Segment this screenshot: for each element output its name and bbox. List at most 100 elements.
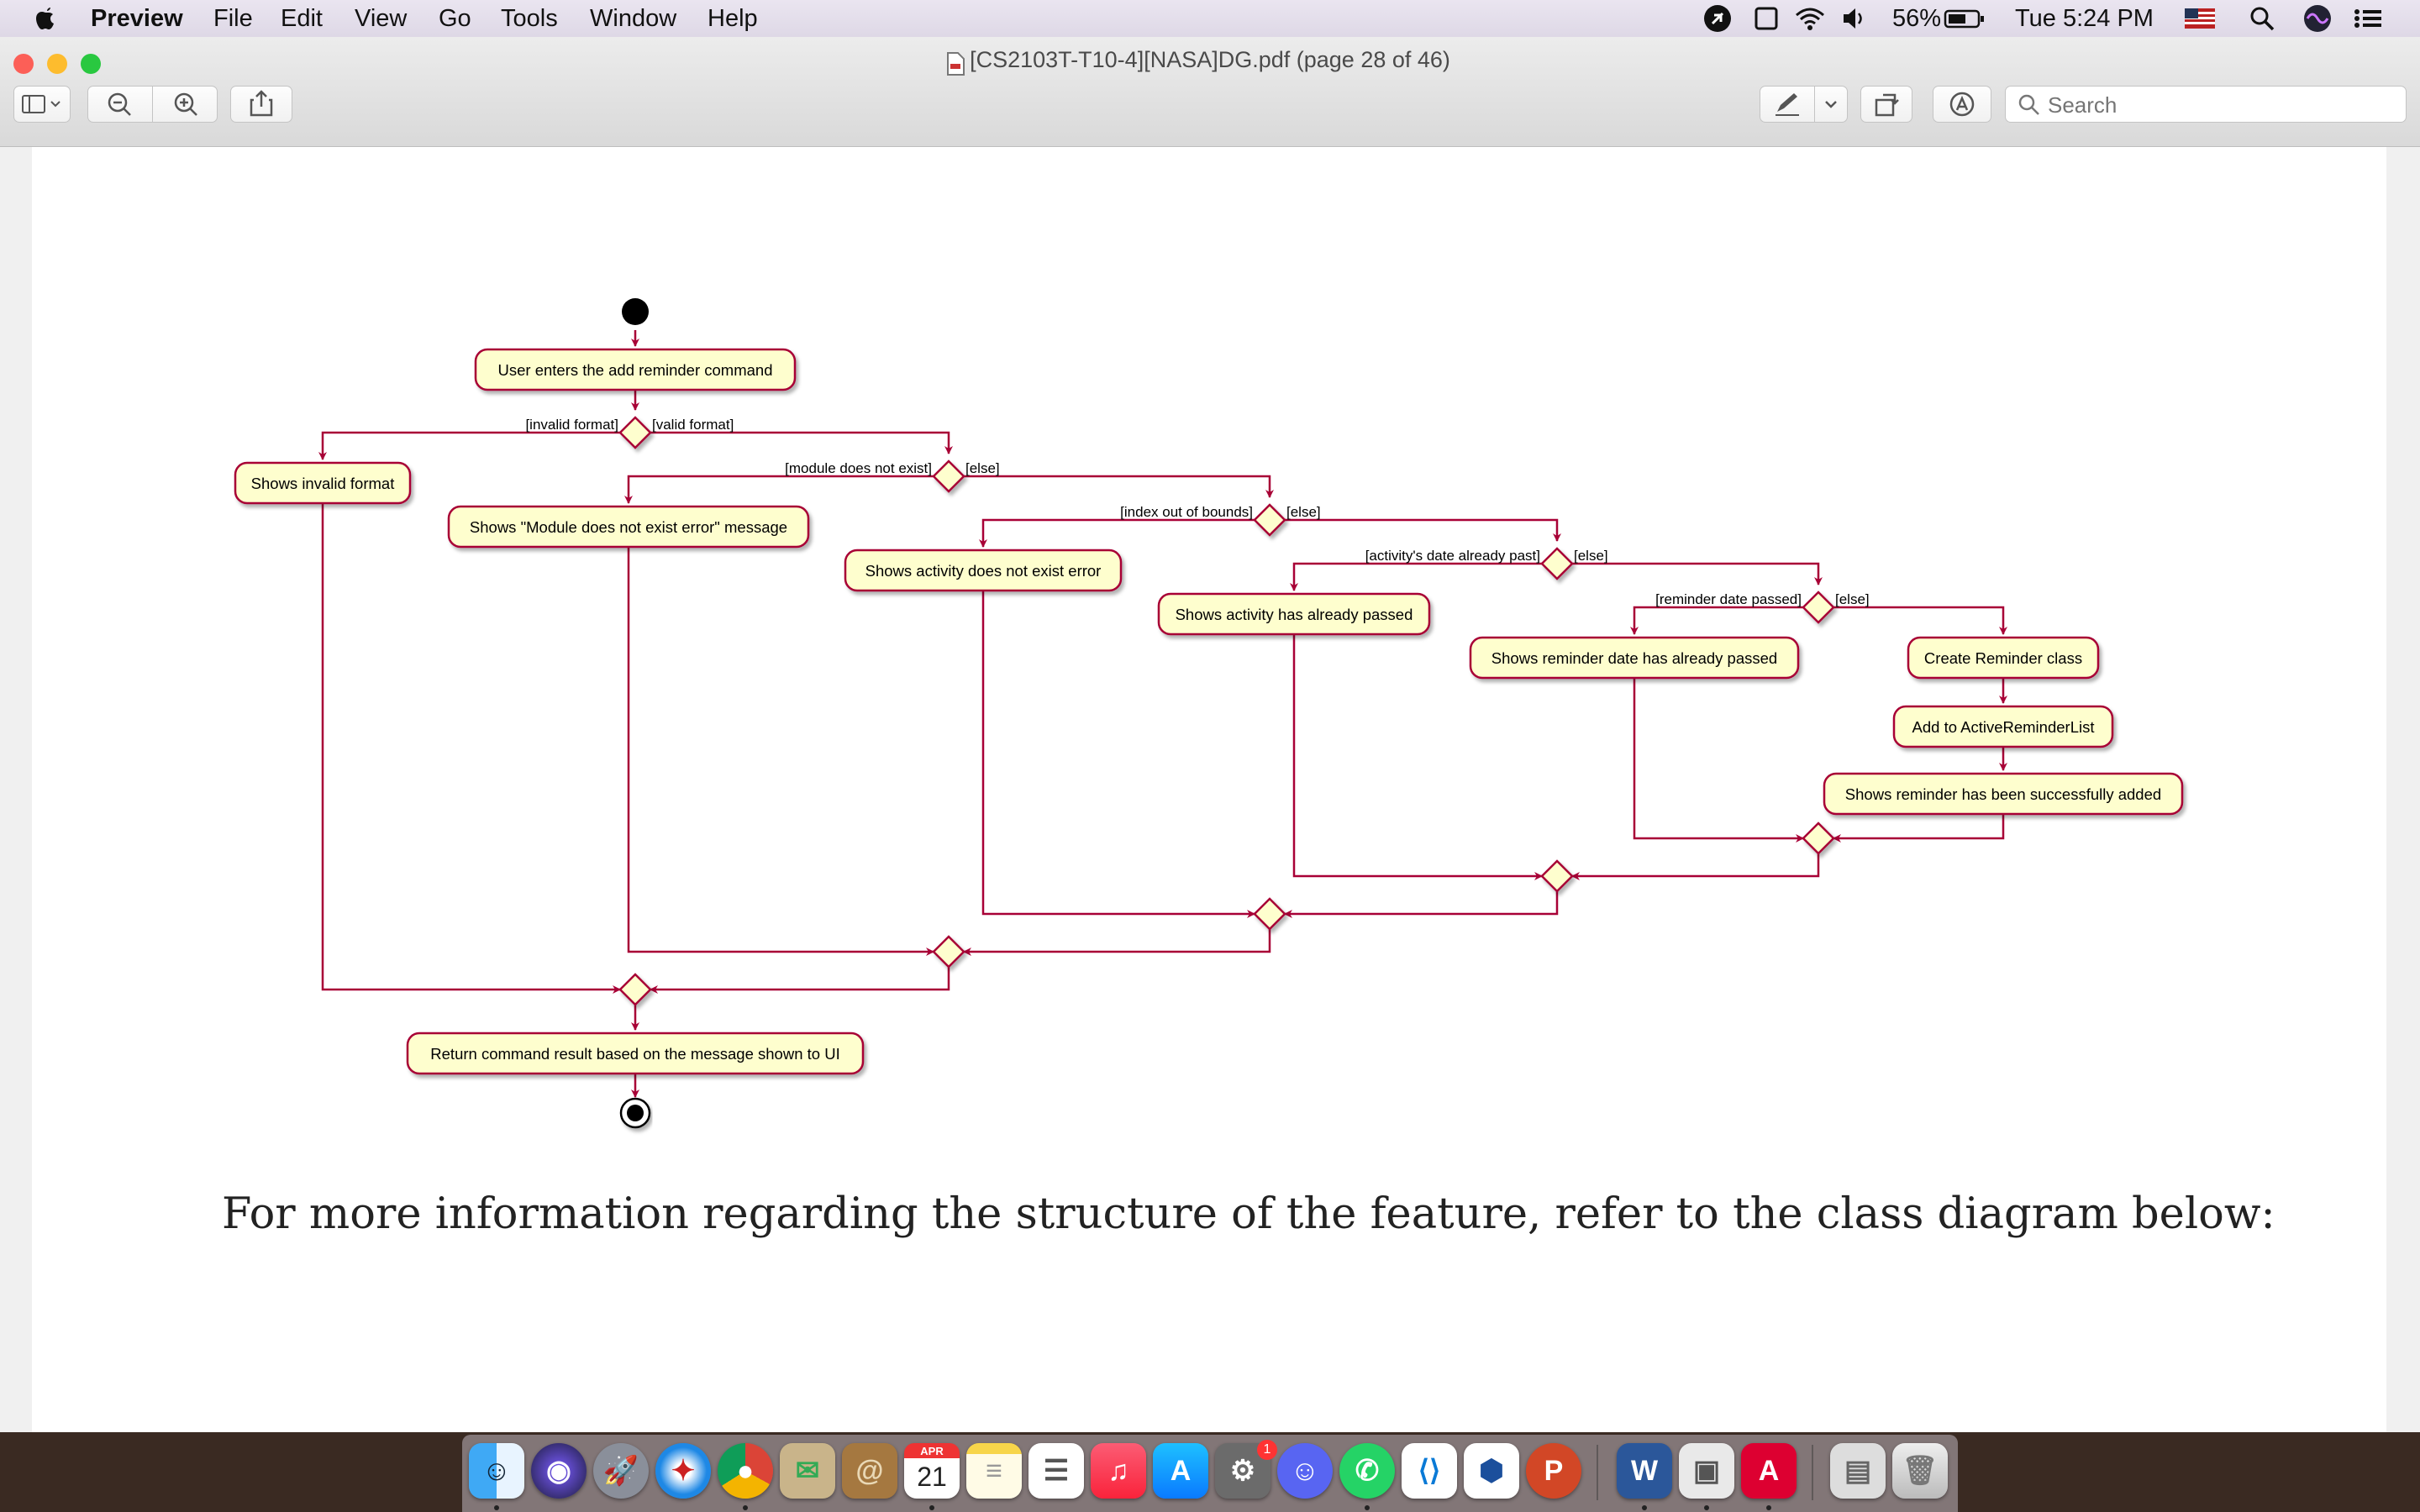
menu-tools[interactable]: Tools <box>501 5 558 32</box>
volume-icon[interactable] <box>1839 3 1869 34</box>
sidebar-toggle-button[interactable] <box>13 86 71 123</box>
virtualbox-icon[interactable]: ⬢ <box>1464 1443 1519 1499</box>
guard-label: [invalid format] <box>525 417 618 433</box>
edge <box>981 591 1255 918</box>
close-window-button[interactable] <box>13 54 34 74</box>
guard-label: [else] <box>1835 591 1870 607</box>
running-indicator <box>494 1505 499 1510</box>
input-flag-icon[interactable] <box>2185 8 2215 29</box>
merge-activity-date <box>1540 859 1574 893</box>
chrome-icon[interactable]: ● <box>718 1443 773 1499</box>
battery-icon[interactable] <box>1943 3 1986 34</box>
apple-icon[interactable] <box>34 5 59 32</box>
search-field[interactable] <box>2005 86 2407 123</box>
siri-dock-icon[interactable]: ◉ <box>531 1443 587 1499</box>
menu-go[interactable]: Go <box>439 5 471 32</box>
search-icon <box>2018 94 2039 115</box>
notes-icon[interactable]: ≡ <box>966 1443 1022 1499</box>
edge <box>318 431 620 460</box>
discord-icon[interactable]: ☺ <box>1277 1443 1333 1499</box>
end-node <box>619 1097 651 1129</box>
calendar-icon[interactable]: APR 21 <box>904 1443 960 1499</box>
share-button[interactable] <box>230 86 292 123</box>
search-input[interactable] <box>2046 90 2394 120</box>
zoom-in-button[interactable] <box>152 86 218 123</box>
zoom-out-button[interactable] <box>87 86 153 123</box>
menu-file[interactable]: File <box>213 5 253 32</box>
spotlight-search-icon[interactable] <box>2247 3 2277 34</box>
calendar-month: APR <box>904 1443 960 1458</box>
downloads-stack-icon[interactable]: ▤ <box>1830 1443 1886 1499</box>
markup-toolbar-button[interactable] <box>1933 86 1991 123</box>
action-node-a4 <box>844 549 1123 592</box>
guard-label: [valid format] <box>652 417 734 433</box>
music-icon[interactable]: ♫ <box>1091 1443 1146 1499</box>
word-icon[interactable]: W <box>1617 1443 1672 1499</box>
app-store-icon[interactable]: A <box>1153 1443 1208 1499</box>
decision-format <box>618 416 652 449</box>
zoom-in-icon <box>174 92 197 116</box>
menubar-clock[interactable]: Tue 5:24 PM <box>2015 5 2154 32</box>
menu-bar: Preview File Edit View Go Tools Window H… <box>0 0 2420 38</box>
safari-icon[interactable]: ✦ <box>655 1443 711 1499</box>
running-indicator <box>1704 1505 1709 1510</box>
action-node-a7 <box>1907 636 2100 680</box>
action-label: Shows invalid format <box>251 475 395 492</box>
launchpad-icon[interactable]: 🚀 <box>593 1443 649 1499</box>
angular-icon[interactable]: A <box>1741 1443 1797 1499</box>
action-label: Shows activity does not exist error <box>865 562 1102 580</box>
menu-edit[interactable]: Edit <box>281 5 323 32</box>
contacts-icon[interactable]: @ <box>842 1443 897 1499</box>
mail-stamp-icon[interactable]: ✉ <box>780 1443 835 1499</box>
powerpoint-icon[interactable]: P <box>1526 1443 1581 1499</box>
guard-label: [else] <box>1286 504 1321 520</box>
running-indicator <box>743 1505 748 1510</box>
window-title: [CS2103T-T10-4][NASA]DG.pdf (page 28 of … <box>970 47 1450 72</box>
finder-icon[interactable]: ☺ <box>469 1443 524 1499</box>
reminders-icon[interactable]: ☰ <box>1028 1443 1084 1499</box>
decision-module <box>932 459 965 493</box>
action-node-a10 <box>406 1032 865 1075</box>
action-label: Return command result based on the messa… <box>430 1045 839 1063</box>
edge <box>1630 606 1803 635</box>
siri-icon[interactable] <box>2302 3 2333 34</box>
edge <box>963 929 1271 956</box>
menu-window[interactable]: Window <box>590 5 677 32</box>
action-node-a8 <box>1892 705 2114 748</box>
preview-icon[interactable]: ▣ <box>1679 1443 1734 1499</box>
screen-mirror-icon[interactable] <box>1751 3 1781 34</box>
running-indicator <box>1642 1505 1647 1510</box>
diagram-edges <box>318 330 2007 1098</box>
guard-label: [module does not exist] <box>785 460 932 476</box>
edge <box>1285 518 1561 542</box>
markup-pen-button[interactable] <box>1760 86 1815 123</box>
notification-badge: 1 <box>1257 1440 1277 1460</box>
action-node-a9 <box>1823 772 2184 816</box>
action-node-a6 <box>1469 636 1800 680</box>
pen-icon <box>1776 93 1799 116</box>
activity-diagram: User enters the add reminder command Sho… <box>234 298 2184 1129</box>
status-app-icon[interactable] <box>1702 3 1733 34</box>
action-label: Shows reminder has been successfully add… <box>1845 785 2161 803</box>
rotate-button[interactable] <box>1860 86 1912 123</box>
minimize-window-button[interactable] <box>47 54 67 74</box>
action-label: User enters the add reminder command <box>498 361 773 379</box>
edge <box>650 431 953 454</box>
app-menu-preview[interactable]: Preview <box>91 5 183 32</box>
vscode-icon[interactable]: ⟨⟩ <box>1402 1443 1457 1499</box>
markup-options-dropdown[interactable] <box>1814 86 1848 123</box>
trash-icon[interactable]: 🗑 <box>1892 1443 1948 1499</box>
pdf-document-icon <box>947 52 965 76</box>
menu-view[interactable]: View <box>355 5 408 32</box>
menu-help[interactable]: Help <box>708 5 758 32</box>
action-label: Shows "Module does not exist error" mess… <box>470 518 787 536</box>
wifi-icon[interactable] <box>1793 3 1827 34</box>
whatsapp-icon[interactable]: ✆ <box>1339 1443 1395 1499</box>
guard-label: [index out of bounds] <box>1120 504 1253 520</box>
decision-reminder-date <box>1802 591 1835 624</box>
notification-center-icon[interactable] <box>2351 3 2385 34</box>
battery-percent: 56% <box>1892 5 1942 32</box>
zoom-window-button[interactable] <box>81 54 101 74</box>
decision-activity-date <box>1540 547 1574 580</box>
edge <box>1833 814 2005 843</box>
